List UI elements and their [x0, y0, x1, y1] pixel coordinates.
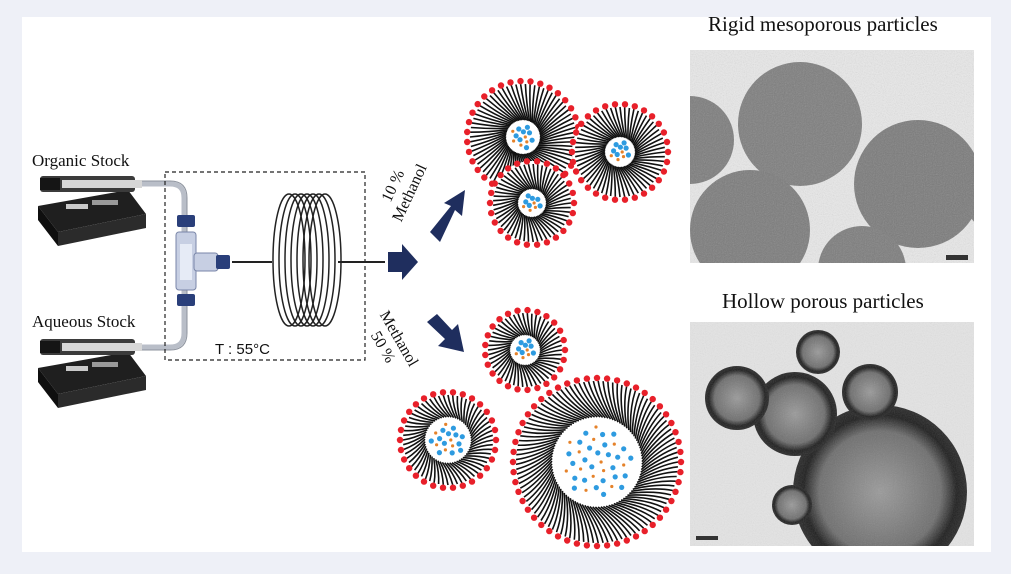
organic-stock-label: Organic Stock	[32, 151, 130, 170]
flow-arrow-icon	[388, 244, 418, 280]
micelle-icon	[509, 374, 685, 550]
hollow-particles-title: Hollow porous particles	[722, 289, 924, 313]
micelle-icon	[396, 389, 500, 491]
flow-arrow-up-icon	[430, 190, 465, 242]
aqueous-stock-label: Aqueous Stock	[32, 312, 136, 331]
temperature-label: T : 55°C	[215, 341, 270, 358]
micelle-icon	[486, 158, 578, 248]
t-junction-mixer-icon	[175, 215, 230, 306]
tem-micrograph-rigid	[690, 50, 974, 263]
micelle-icon	[568, 101, 672, 203]
syringe-pump-icon	[38, 339, 146, 408]
heating-coil-icon	[272, 193, 342, 327]
micelle-icon	[482, 306, 569, 394]
micelle-group	[396, 77, 685, 550]
tem-micrograph-hollow	[690, 322, 974, 546]
heated-zone-box	[164, 171, 366, 361]
syringe-pump-icon	[38, 176, 146, 246]
flow-arrow-down-icon	[427, 314, 464, 352]
rigid-particles-title: Rigid mesoporous particles	[708, 12, 938, 36]
